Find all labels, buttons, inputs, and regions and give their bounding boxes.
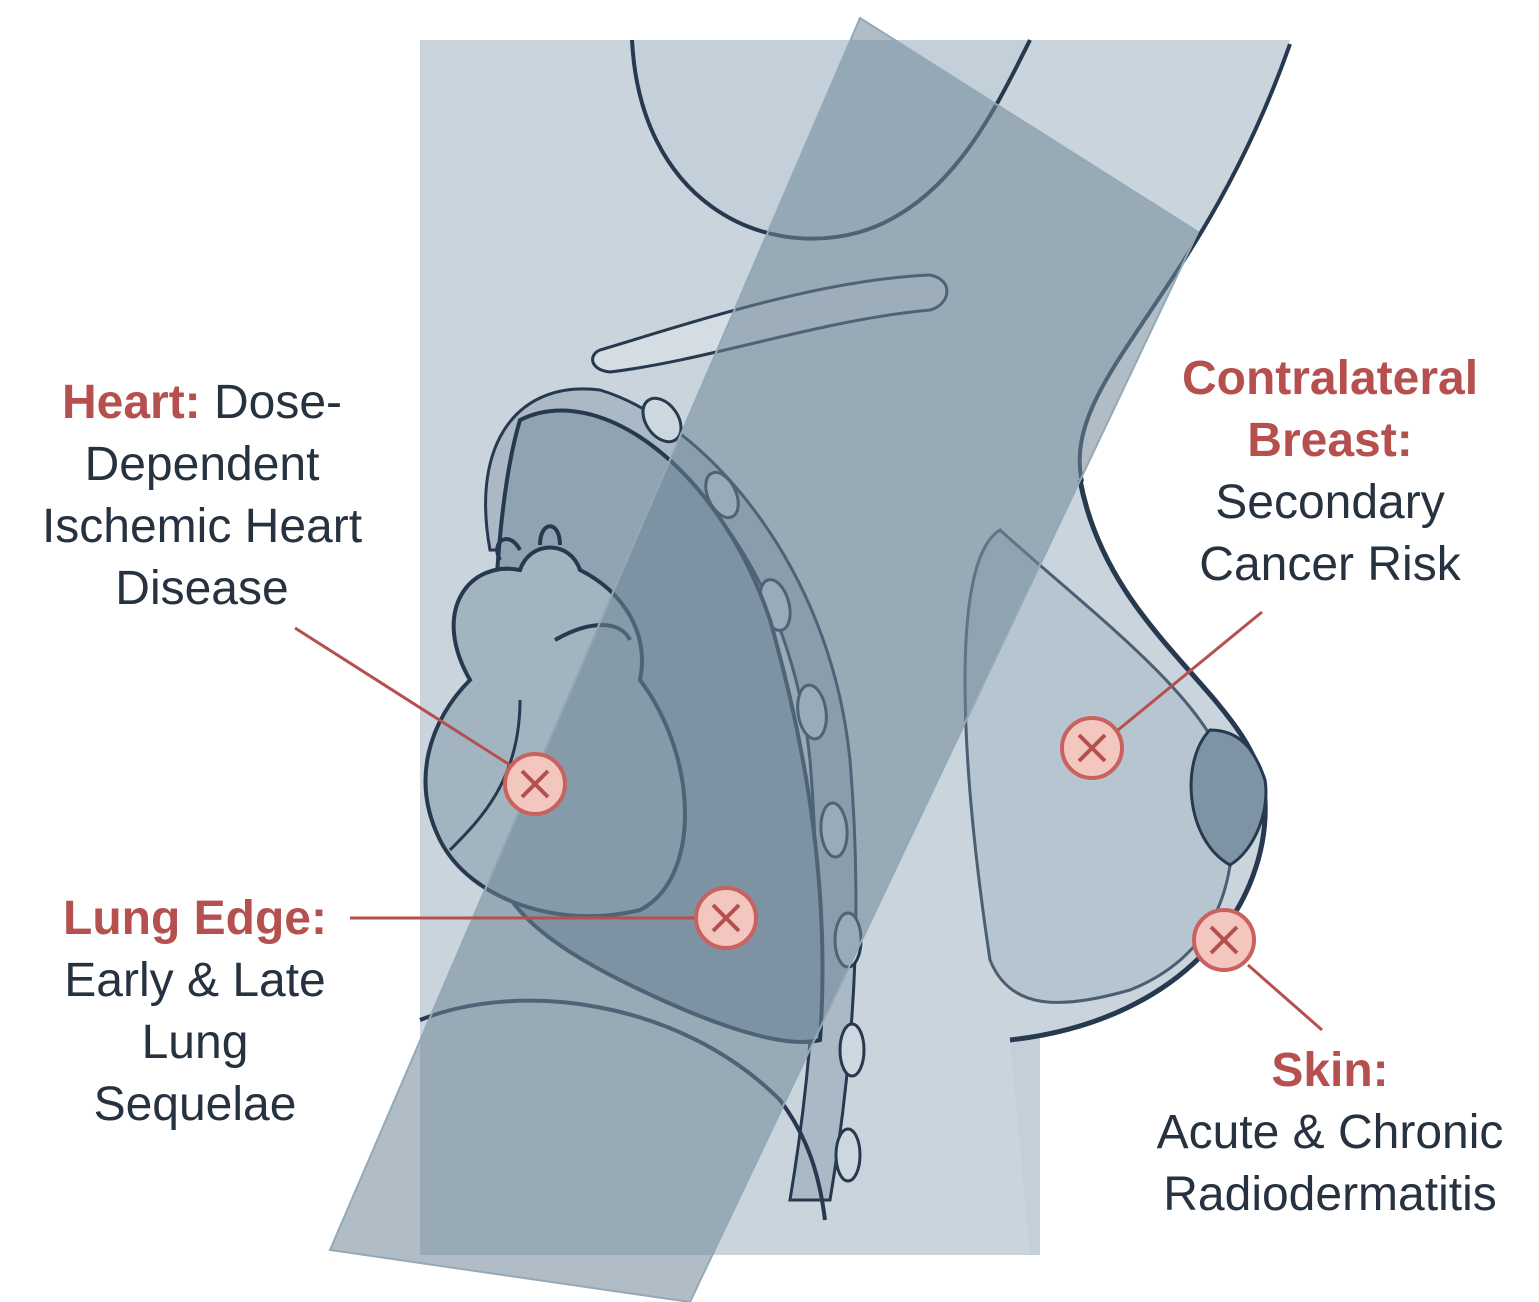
- skin-label-line: Acute & Chronic: [1125, 1102, 1535, 1164]
- skin-leader-line: [1248, 965, 1322, 1030]
- lung-edge-label-line: Lung: [40, 1012, 350, 1074]
- heart-label: Heart: Dose- Dependent Ischemic Heart Di…: [12, 372, 392, 620]
- heart-label-text: Dose-: [214, 376, 342, 429]
- contralateral-breast-label: Contralateral Breast: Secondary Cancer R…: [1140, 348, 1520, 596]
- heart-label-line: Dependent: [12, 434, 392, 496]
- skin-label-title: Skin:: [1125, 1040, 1535, 1102]
- contralateral-breast-label-title: Breast:: [1140, 410, 1520, 472]
- contralateral-breast-label-title: Contralateral: [1140, 348, 1520, 410]
- x-circle-icon: [1194, 910, 1254, 970]
- lung-edge-label-line: Early & Late: [40, 950, 350, 1012]
- skin-label-line: Radiodermatitis: [1125, 1164, 1535, 1226]
- heart-label-line: Disease: [12, 558, 392, 620]
- x-circle-icon: [1062, 718, 1122, 778]
- lung-edge-label-line: Sequelae: [40, 1074, 350, 1136]
- skin-label: Skin: Acute & Chronic Radiodermatitis: [1125, 1040, 1535, 1226]
- contralateral-breast-label-line: Secondary: [1140, 472, 1520, 534]
- contralateral-breast-label-line: Cancer Risk: [1140, 534, 1520, 596]
- lung-edge-label: Lung Edge: Early & Late Lung Sequelae: [40, 888, 350, 1136]
- x-circle-icon: [696, 888, 756, 948]
- lung-edge-label-title: Lung Edge:: [40, 888, 350, 950]
- heart-label-title: Heart:: [62, 376, 201, 429]
- x-circle-icon: [505, 754, 565, 814]
- heart-label-line: Ischemic Heart: [12, 496, 392, 558]
